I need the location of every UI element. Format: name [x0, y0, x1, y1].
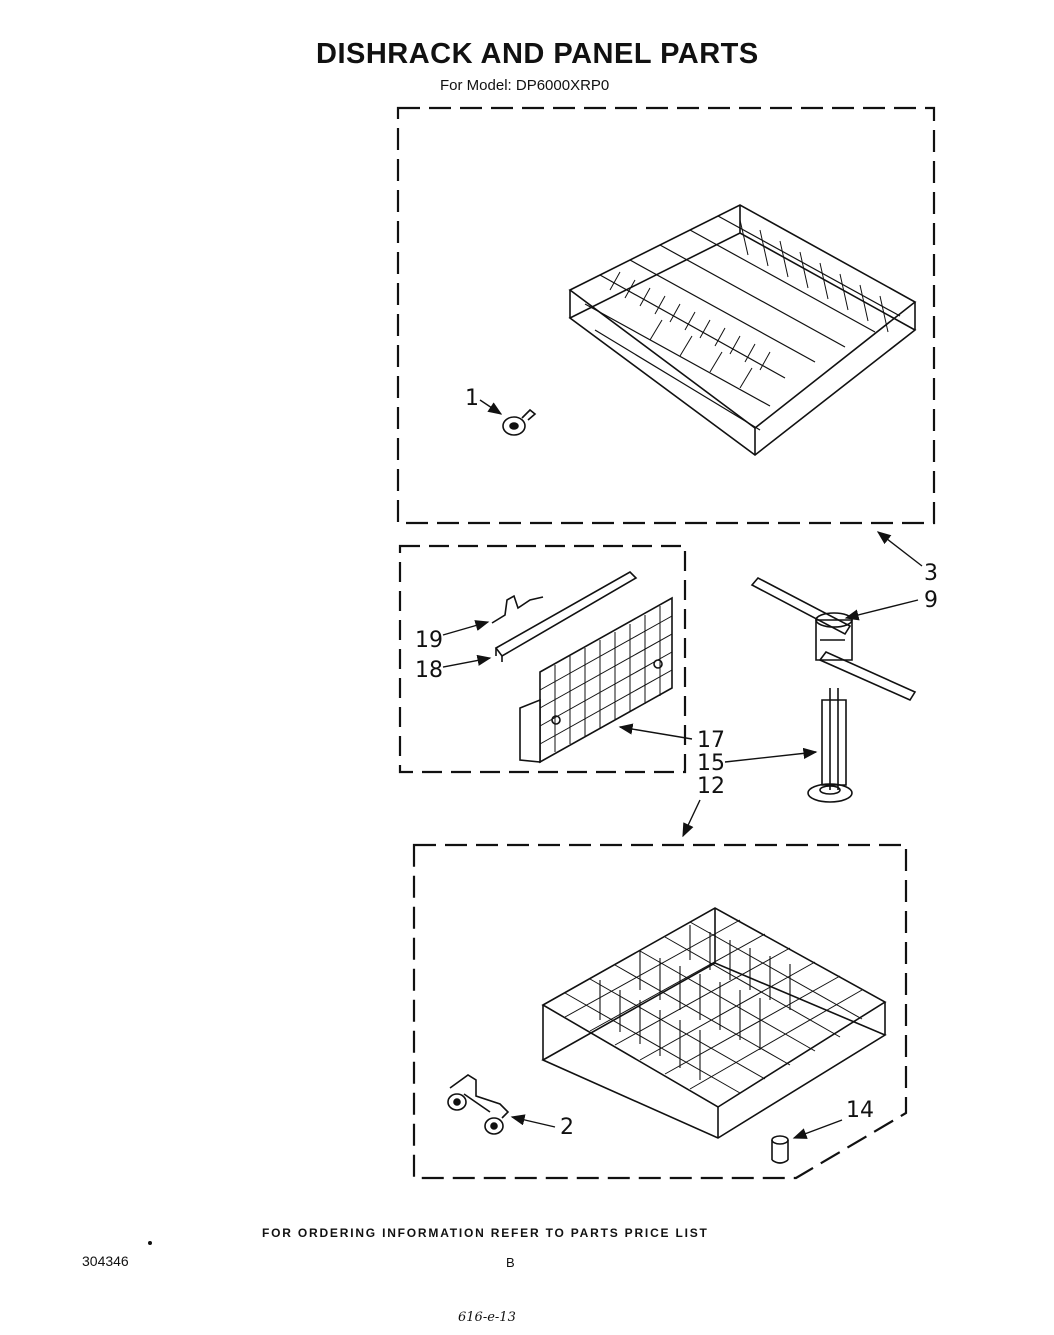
stray-dot: [148, 1241, 152, 1245]
callout-18: 18: [415, 658, 443, 683]
leader-15: [724, 747, 818, 763]
upper-dishrack: [568, 204, 917, 457]
callout-1: 1: [465, 386, 479, 411]
callout-2: 2: [560, 1115, 574, 1140]
callout-9: 9: [924, 588, 938, 613]
document-number: 304346: [82, 1253, 129, 1269]
callout-19: 19: [415, 628, 443, 653]
lower-rack-roller-part: [447, 1074, 510, 1135]
upper-rack-group-box: [396, 106, 936, 525]
leader-1: [479, 399, 503, 415]
leader-19: [442, 620, 490, 636]
leader-2: [510, 1114, 556, 1128]
callout-14: 14: [846, 1098, 874, 1123]
filter-panel: [519, 596, 673, 764]
lower-rack-group-box: [412, 843, 908, 1180]
page-letter: B: [506, 1255, 515, 1270]
spray-tower: [807, 688, 853, 803]
leader-17: [618, 723, 693, 740]
leader-14: [792, 1119, 843, 1139]
leader-3: [876, 531, 923, 567]
page-title: DISHRACK AND PANEL PARTS: [316, 38, 759, 70]
spray-arm: [750, 576, 917, 702]
callout-3: 3: [924, 561, 938, 586]
rack-roller-part: [502, 408, 537, 436]
handwritten-note: 616-e-13: [458, 1310, 516, 1325]
leader-18: [442, 654, 492, 668]
leader-9: [844, 599, 919, 621]
ordering-info-note: FOR ORDERING INFORMATION REFER TO PARTS …: [262, 1226, 709, 1240]
panel-clip-part: [491, 594, 544, 624]
lower-dishrack: [541, 907, 887, 1139]
model-subtitle: For Model: DP6000XRP0: [440, 77, 610, 94]
callout-15: 15: [697, 751, 725, 776]
leader-12: [682, 799, 701, 838]
panel-group-box: [398, 544, 687, 774]
panel-trim-strip: [494, 571, 638, 662]
callout-17: 17: [697, 728, 725, 753]
rack-post-part: [771, 1135, 789, 1164]
callout-12: 12: [697, 774, 725, 799]
